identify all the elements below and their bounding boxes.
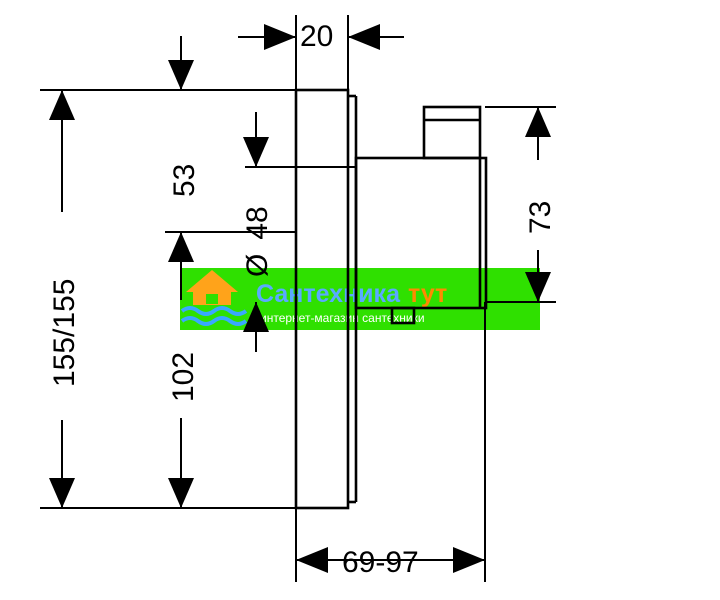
dimension-arrows: [49, 24, 551, 573]
extension-lines: [40, 15, 556, 582]
mixer-body: [294, 88, 488, 510]
watermark-brand-accent: тут: [408, 280, 447, 308]
dim-depth-range: 69-97: [342, 546, 419, 579]
dim-top-width: 20: [300, 20, 333, 53]
waves-logo-icon: [180, 306, 248, 326]
diameter-symbol: Ø: [241, 254, 274, 277]
valve-spindle: [422, 105, 482, 160]
dim-lower-offset: 102: [167, 352, 200, 402]
cover-plate: [294, 88, 350, 510]
watermark-tagline: интернет-магазин сантехники: [260, 311, 425, 325]
diameter-value: 48: [241, 206, 274, 239]
valve-housing: [354, 156, 488, 310]
watermark-brand-main: Сантехника: [256, 280, 401, 308]
dim-diameter: Ø 48: [241, 206, 274, 277]
handle-stub: [390, 306, 416, 325]
dim-right-height: 73: [524, 201, 557, 234]
house-logo-icon: [186, 270, 238, 305]
dim-total-height: 155/155: [48, 279, 81, 387]
dim-upper-offset: 53: [168, 164, 201, 197]
